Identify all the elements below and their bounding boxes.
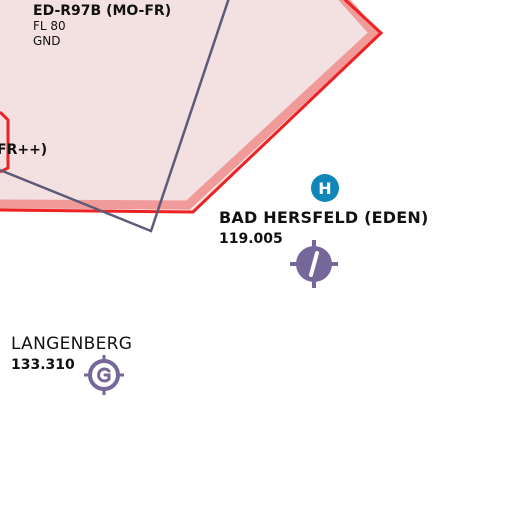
airfield-name-label: BAD HERSFELD (EDEN) [219,208,429,227]
airfield-paved-runway-icon[interactable] [290,240,338,288]
restricted-area-partial-fill [0,112,8,172]
restricted-area-ed-r97b[interactable] [0,0,384,214]
restricted-area-border [0,0,384,214]
zone-name-label: ED-R97B (MO-FR) [33,3,172,19]
glider-site-name-label: LANGENBERG [11,334,133,354]
restricted-area-partial-border [0,110,10,174]
heliport-letter: H [318,179,331,198]
glider-site-frequency-label: 133.310 [11,357,75,373]
heliport-icon[interactable]: H [311,174,339,202]
zone-lower-limit-label: GND [33,34,61,48]
zone-partial-label: FR++) [0,142,48,158]
glider-site-icon[interactable] [84,355,124,395]
restricted-area-fill [0,0,381,212]
airfield-frequency-label: 119.005 [219,231,283,247]
airspace-boundary-line [0,0,230,233]
restricted-area-halo [0,0,381,210]
zone-upper-limit-label: FL 80 [33,19,66,33]
restricted-area-partial[interactable] [0,110,10,174]
